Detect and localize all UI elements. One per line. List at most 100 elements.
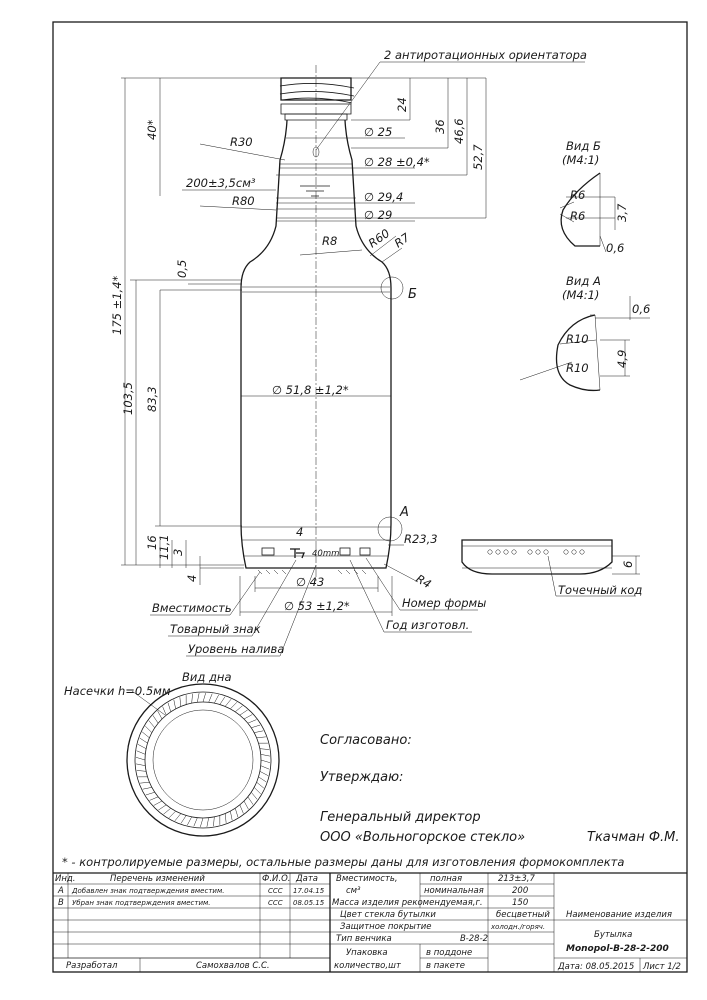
notch-line: [191, 693, 193, 704]
side-dim-label: 6: [621, 561, 635, 568]
view-a-detail: [519, 296, 650, 392]
notch-line: [137, 744, 147, 749]
notch-line: [200, 817, 204, 828]
notch-line: [259, 771, 269, 776]
notch-line: [180, 815, 187, 824]
notch-line: [202, 692, 206, 703]
notch-line: [208, 693, 213, 703]
dimension-lines: [121, 61, 585, 657]
view-b-scale: (М4:1): [562, 153, 599, 167]
notch-line: [187, 816, 192, 826]
r60-label: R60: [366, 226, 393, 250]
d29-label: ∅ 29: [364, 208, 392, 222]
view-a-d1: 0,6: [632, 302, 650, 316]
notch-line: [139, 737, 148, 744]
h16-label: 16: [145, 535, 159, 550]
tb-head-changes: Перечень изменений: [110, 874, 205, 884]
notch-line: [256, 782, 264, 789]
notch-line: [140, 781, 150, 784]
tb-developed: Разработал: [66, 961, 118, 971]
notch-line: [179, 697, 182, 707]
notch-line: [153, 800, 163, 806]
h175-label: 175 ±1,4*: [110, 275, 124, 335]
notch-line: [206, 817, 209, 827]
view-b-d1: 3,7: [615, 203, 629, 222]
bottom-view-notch: Насечки h=0.5мм: [64, 684, 171, 698]
tb-product-code: Monopol-B-28-2-200: [566, 944, 669, 954]
tb-pack-sub: количество,шт: [334, 961, 402, 971]
r8-label: R8: [322, 234, 337, 248]
tb-sheet: Лист 1/2: [642, 962, 681, 972]
notch-line: [145, 791, 155, 796]
tb-row-b-date: 08.05.15: [293, 899, 325, 907]
notch-line: [230, 702, 238, 710]
notch-line: [253, 787, 261, 795]
tb-row-b-fio: ССС: [268, 899, 283, 907]
notch-line: [258, 776, 267, 783]
view-b-d2: 0,6: [606, 241, 624, 255]
title-block: Инд. Перечень изменений Ф.И.О. Дата A До…: [53, 872, 687, 972]
notch-line: [234, 808, 239, 818]
tb-glass-color-val: бесцветный: [496, 910, 550, 920]
notch-line: [145, 725, 153, 733]
notch-line: [235, 705, 243, 712]
company-label: ООО «Вольногорское стекло»: [320, 830, 525, 845]
h83-3-label: 83,3: [145, 386, 159, 412]
tb-date: Дата: 08.05.2015: [557, 962, 634, 972]
notch-line: [225, 699, 232, 707]
tb-full: полная: [430, 874, 462, 884]
agreed-label: Согласовано:: [320, 733, 412, 748]
notch-line: [135, 757, 146, 761]
h52-7-label: 52,7: [471, 144, 485, 170]
view-a-r2: R10: [566, 361, 589, 375]
view-b-title: Вид Б: [566, 139, 601, 153]
r7-label: R7: [392, 230, 413, 251]
tb-row-b-idx: B: [58, 898, 64, 908]
tb-row-a-idx: A: [57, 886, 64, 896]
notch-line: [162, 706, 167, 716]
drawing-labels: 2 антиротационных ориентатора R30 R80 R8…: [64, 48, 650, 698]
notch-line: [219, 696, 226, 705]
notch-line: [260, 754, 270, 757]
tb-full-val: 213±3,7: [498, 874, 535, 884]
tb-row-a-text: Добавлен знак подтверждения вместим.: [71, 887, 224, 895]
tb-row-b-text: Убран знак подтверждения вместим.: [72, 899, 211, 907]
notch-line: [163, 808, 171, 815]
h46-6-label: 46,6: [452, 118, 466, 144]
notch-line: [239, 804, 244, 814]
notch-line: [260, 765, 270, 770]
notch-line: [213, 816, 215, 827]
notch-line: [136, 750, 146, 755]
tb-head-date: Дата: [295, 874, 318, 884]
tb-coating-val: холодн./горяч.: [490, 923, 545, 931]
drawing-note: * - контролируемые размеры, остальные ра…: [62, 855, 624, 869]
tb-pack: Упаковка: [346, 948, 388, 958]
notch-line: [149, 796, 159, 801]
notch-line: [230, 811, 233, 821]
notch-line: [254, 730, 264, 733]
notch-line: [259, 748, 270, 750]
notch-line: [251, 792, 258, 800]
notch-line: [243, 714, 253, 720]
person-label: Ткачман Ф.М.: [587, 830, 680, 845]
h0-5-label: 0,5: [175, 260, 189, 278]
director-label: Генеральный директор: [320, 810, 481, 825]
view-b-detail: [559, 172, 616, 253]
h36-label: 36: [433, 119, 447, 134]
h3-label: 3: [171, 549, 185, 556]
tb-nominal: номинальная: [424, 886, 484, 896]
h24-label: 24: [395, 97, 409, 112]
side-view-dot-code: [461, 539, 640, 597]
notch-line: [224, 813, 227, 823]
tb-head-fio: Ф.И.О.: [262, 874, 290, 884]
notch-line: [168, 810, 176, 818]
h103-5-label: 103,5: [121, 382, 135, 415]
fill-level-label: 200±3,5см³: [186, 176, 256, 190]
callout-year: Год изготовл.: [386, 618, 469, 632]
view-b-r1: R6: [570, 188, 585, 202]
notch-line: [173, 699, 176, 709]
tb-pallet: в поддоне: [426, 948, 472, 958]
tb-capacity-label: Вместимость,: [336, 874, 398, 884]
h11-1-label: 11,1: [157, 534, 171, 560]
d25-label: ∅ 25: [364, 125, 392, 139]
